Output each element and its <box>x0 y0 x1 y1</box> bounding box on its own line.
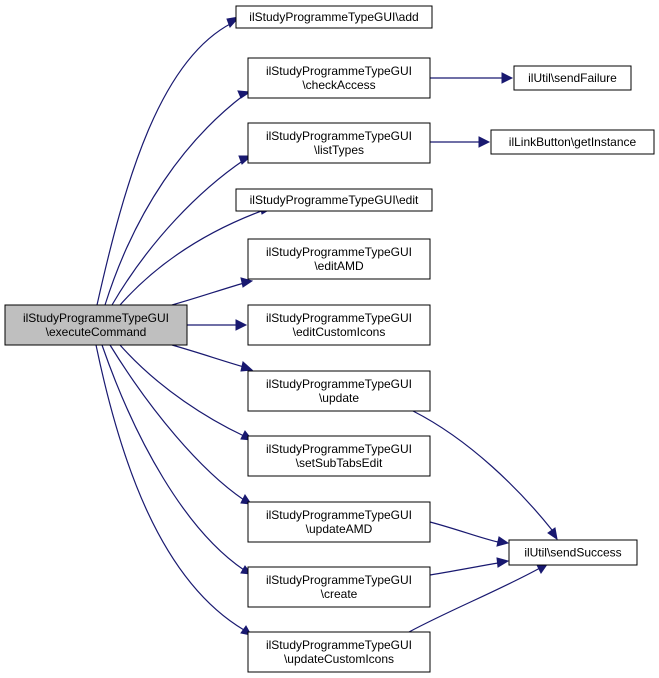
edge-line <box>119 344 245 437</box>
node-box <box>4 304 188 346</box>
arrowhead <box>240 277 254 288</box>
edge-root-to-update <box>171 344 254 372</box>
edge-root-to-checkAccess <box>104 90 252 306</box>
edge-line <box>109 344 245 501</box>
node-box <box>513 65 632 91</box>
edge-line <box>95 344 245 631</box>
edge-line <box>119 209 265 306</box>
node-label-line: ilStudyProgrammeTypeGUI <box>266 245 412 259</box>
nodes-layer: ilStudyProgrammeTypeGUI\executeCommandil… <box>4 5 655 673</box>
edge-line <box>101 344 245 571</box>
node-box <box>247 370 431 412</box>
edge-root-to-listTypes <box>111 155 253 306</box>
edge-line <box>412 410 553 531</box>
node-editCustomIcons[interactable]: ilStudyProgrammeTypeGUI\editCustomIcons <box>247 304 431 346</box>
edge-listTypes-to-getInstance <box>430 136 491 148</box>
node-label-line: \editAMD <box>314 259 364 273</box>
edge-line <box>111 159 245 306</box>
node-label-line: ilStudyProgrammeTypeGUI <box>266 573 412 587</box>
arrowhead <box>240 361 254 372</box>
arrowhead <box>235 319 248 331</box>
arrowhead <box>478 136 491 148</box>
edge-line <box>104 94 245 306</box>
node-add[interactable]: ilStudyProgrammeTypeGUI\add <box>235 5 433 29</box>
arrowhead <box>501 72 514 84</box>
arrowhead <box>496 536 510 547</box>
node-label-line: ilUtil\sendFailure <box>528 71 617 85</box>
node-label-line: ilLinkButton\getInstance <box>509 135 637 149</box>
node-box <box>247 57 431 99</box>
node-getInstance[interactable]: ilLinkButton\getInstance <box>490 129 655 155</box>
node-label-line: ilStudyProgrammeTypeGUI\add <box>249 10 418 24</box>
node-label-line: \checkAccess <box>302 78 375 92</box>
node-label-line: ilStudyProgrammeTypeGUI <box>266 64 412 78</box>
node-label-line: ilStudyProgrammeTypeGUI <box>266 129 412 143</box>
node-label-line: \setSubTabsEdit <box>296 456 383 470</box>
node-box <box>247 501 431 543</box>
edge-line <box>171 282 245 306</box>
node-editAMD[interactable]: ilStudyProgrammeTypeGUI\editAMD <box>247 238 431 280</box>
arrowhead <box>496 557 510 568</box>
edge-line <box>408 567 541 633</box>
node-box <box>247 304 431 346</box>
node-label-line: ilStudyProgrammeTypeGUI <box>266 508 412 522</box>
node-root[interactable]: ilStudyProgrammeTypeGUI\executeCommand <box>4 304 188 346</box>
node-setSubTabsEdit[interactable]: ilStudyProgrammeTypeGUI\setSubTabsEdit <box>247 435 431 477</box>
node-label-line: \listTypes <box>314 143 364 157</box>
edge-root-to-updateCustomIcons <box>95 344 252 636</box>
node-updateCustomIcons[interactable]: ilStudyProgrammeTypeGUI\updateCustomIcon… <box>247 631 431 673</box>
node-label-line: ilStudyProgrammeTypeGUI <box>266 638 412 652</box>
node-edit[interactable]: ilStudyProgrammeTypeGUI\edit <box>235 188 433 212</box>
node-box <box>235 188 433 212</box>
node-box <box>247 238 431 280</box>
node-label-line: \updateCustomIcons <box>284 652 394 666</box>
node-box <box>247 631 431 673</box>
edge-updateAMD-to-sendSuccess <box>429 521 510 547</box>
node-sendSuccess[interactable]: ilUtil\sendSuccess <box>508 539 638 566</box>
node-label-line: \update <box>319 391 359 405</box>
node-label-line: ilUtil\sendSuccess <box>524 546 621 560</box>
node-box <box>508 539 638 566</box>
node-updateAMD[interactable]: ilStudyProgrammeTypeGUI\updateAMD <box>247 501 431 543</box>
node-box <box>247 122 431 164</box>
node-label-line: ilStudyProgrammeTypeGUI <box>266 311 412 325</box>
node-label-line: \create <box>321 587 358 601</box>
node-label-line: ilStudyProgrammeTypeGUI\edit <box>250 193 419 207</box>
node-create[interactable]: ilStudyProgrammeTypeGUI\create <box>247 566 431 608</box>
arrowhead <box>547 527 558 541</box>
node-box <box>235 5 433 29</box>
edge-line <box>429 562 499 576</box>
node-label-line: \updateAMD <box>306 522 373 536</box>
edge-root-to-updateAMD <box>109 344 253 505</box>
node-box <box>247 435 431 477</box>
node-box <box>490 129 655 155</box>
node-listTypes[interactable]: ilStudyProgrammeTypeGUI\listTypes <box>247 122 431 164</box>
edge-line <box>96 22 233 306</box>
edge-checkAccess-to-sendFailure <box>430 72 514 84</box>
edge-root-to-create <box>101 344 253 575</box>
node-label-line: \executeCommand <box>46 325 147 339</box>
node-label-line: ilStudyProgrammeTypeGUI <box>23 311 169 325</box>
node-checkAccess[interactable]: ilStudyProgrammeTypeGUI\checkAccess <box>247 57 431 99</box>
arrowhead <box>237 90 252 99</box>
edge-root-to-setSubTabsEdit <box>119 344 254 441</box>
edge-root-to-editCustomIcons <box>187 319 248 331</box>
node-label-line: \editCustomIcons <box>293 325 386 339</box>
node-sendFailure[interactable]: ilUtil\sendFailure <box>513 65 632 91</box>
edge-create-to-sendSuccess <box>429 557 510 576</box>
node-label-line: ilStudyProgrammeTypeGUI <box>266 377 412 391</box>
edge-root-to-editAMD <box>171 277 254 306</box>
edge-line <box>429 521 499 543</box>
node-box <box>247 566 431 608</box>
edge-update-to-sendSuccess <box>412 410 558 541</box>
node-update[interactable]: ilStudyProgrammeTypeGUI\update <box>247 370 431 412</box>
node-label-line: ilStudyProgrammeTypeGUI <box>266 442 412 456</box>
edge-line <box>171 344 245 368</box>
